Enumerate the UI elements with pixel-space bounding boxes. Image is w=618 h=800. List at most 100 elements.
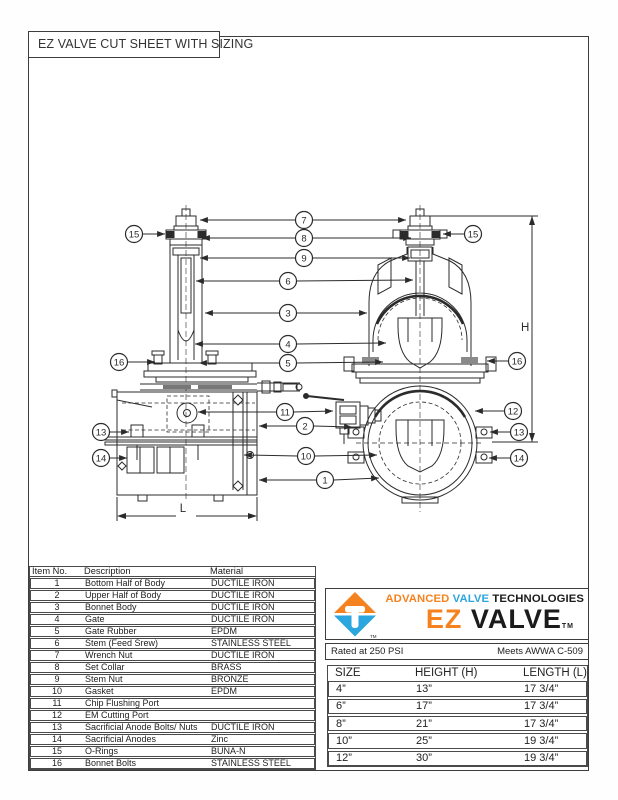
sizing-table-row: 12”30”19 3/4” <box>328 750 587 766</box>
callout-leader-line <box>313 423 353 430</box>
callout-12 <box>503 401 523 421</box>
length-value: 17 3/4” <box>524 700 559 713</box>
rating-bar: Rated at 250 PSI Meets AWWA C-509 <box>325 643 589 660</box>
col-header-size: SIZE <box>335 666 361 679</box>
item-no: 10 <box>51 686 62 697</box>
item-description: Sacrificial Anode Bolts/ Nuts <box>85 723 198 733</box>
callout-8 <box>294 228 314 248</box>
item-description: EM Cutting Port <box>85 711 149 721</box>
item-no: 9 <box>54 674 60 685</box>
callout-label: 4 <box>285 339 290 350</box>
callout-leader-line <box>296 277 414 284</box>
item-no: 1 <box>54 578 60 589</box>
svg-text:TM: TM <box>370 634 377 639</box>
item-material: STAINLESS STEEL <box>211 639 291 649</box>
callout-label: 1 <box>322 475 327 486</box>
length-value: 17 3/4” <box>524 682 559 695</box>
item-no: 2 <box>54 590 60 601</box>
item-no: 11 <box>52 698 62 709</box>
sizing-table-row: 4” 13” 17 3/4” <box>328 681 587 697</box>
item-description: Bottom Half of Body <box>85 579 166 589</box>
item-material: EPDM <box>211 627 238 637</box>
item-description: Sacrificial Anodes <box>85 735 157 745</box>
item-description: Set Collar <box>85 663 125 673</box>
brand-ez: EZ <box>425 604 463 634</box>
callout-label: 14 <box>96 453 107 464</box>
parts-table-header: Item No. Description Material <box>30 566 315 578</box>
size-value: 8” <box>336 717 346 730</box>
callout-label: 9 <box>301 253 306 264</box>
callout-label: 5 <box>285 358 290 369</box>
callout-label: 6 <box>285 276 290 287</box>
callout-label: 15 <box>129 229 140 240</box>
callout-6 <box>278 271 298 291</box>
item-no: 15 <box>51 746 62 757</box>
brand-valve: VALVE <box>470 604 562 634</box>
callout-label: 8 <box>301 233 306 244</box>
length-value: 19 3/4” <box>524 752 559 765</box>
callout-label: 10 <box>301 451 312 462</box>
callout-14 <box>509 448 529 468</box>
parts-table-row: 10 Gasket EPDM <box>30 686 315 698</box>
col-header-material: Material <box>210 567 244 576</box>
callout-2 <box>295 416 315 436</box>
callout-leader-line <box>293 408 334 415</box>
callout-label: 14 <box>514 453 525 464</box>
length-value: 19 3/4” <box>524 734 559 747</box>
size-value: 12” <box>336 752 352 765</box>
height-value: 13” <box>416 682 432 695</box>
dim-h-label: H <box>521 322 529 334</box>
callout-leader-line <box>243 452 298 459</box>
dim-l-label: L <box>180 503 187 515</box>
callout-label: 16 <box>512 356 523 367</box>
item-description: Stem (Feed Srew) <box>85 639 159 649</box>
pressure-rating: Rated at 250 PSI <box>331 646 404 657</box>
item-material: EPDM <box>211 687 238 697</box>
item-description: Gasket <box>85 687 114 697</box>
callout-leader-line <box>296 340 387 347</box>
sizing-table-header: SIZE HEIGHT (H) LENGTH (L) <box>328 666 587 679</box>
callout-10 <box>296 446 316 466</box>
item-material: BRONZE <box>211 675 249 685</box>
item-material: DUCTILE IRON <box>211 651 275 661</box>
brand-word-valve: VALVE <box>452 593 490 605</box>
callout-label: 12 <box>508 406 519 417</box>
callout-3 <box>278 303 298 323</box>
callout-label: 11 <box>280 407 290 418</box>
callout-7 <box>294 210 314 230</box>
col-header-length: LENGTH (L) <box>523 666 587 679</box>
brand-box: TM ADVANCED VALVE TECHNOLOGIES EZ VALVET… <box>325 588 589 640</box>
size-value: 4” <box>336 682 346 695</box>
height-value: 25” <box>416 734 432 747</box>
callout-9 <box>294 248 314 268</box>
callout-leader-line <box>296 359 384 366</box>
col-header-item: Item No. <box>32 566 68 576</box>
item-description: O-Rings <box>85 747 119 757</box>
callout-5 <box>278 353 298 373</box>
callout-label: 15 <box>468 229 479 240</box>
item-material: Zinc <box>211 735 229 745</box>
col-header-description: Description <box>84 567 131 576</box>
callout-15 <box>124 224 144 244</box>
item-no: 16 <box>51 758 62 769</box>
item-no: 12 <box>51 710 62 721</box>
callout-label: 3 <box>285 308 290 319</box>
page-title: EZ VALVE CUT SHEET WITH SIZING <box>38 37 254 51</box>
awwa-standard: Meets AWWA C-509 <box>497 646 583 657</box>
parts-table-row: 12 EM Cutting Port <box>30 710 315 722</box>
item-no: 6 <box>54 638 60 649</box>
item-no: 5 <box>54 626 60 637</box>
callout-14 <box>91 448 111 468</box>
callout-label: 7 <box>301 215 306 226</box>
